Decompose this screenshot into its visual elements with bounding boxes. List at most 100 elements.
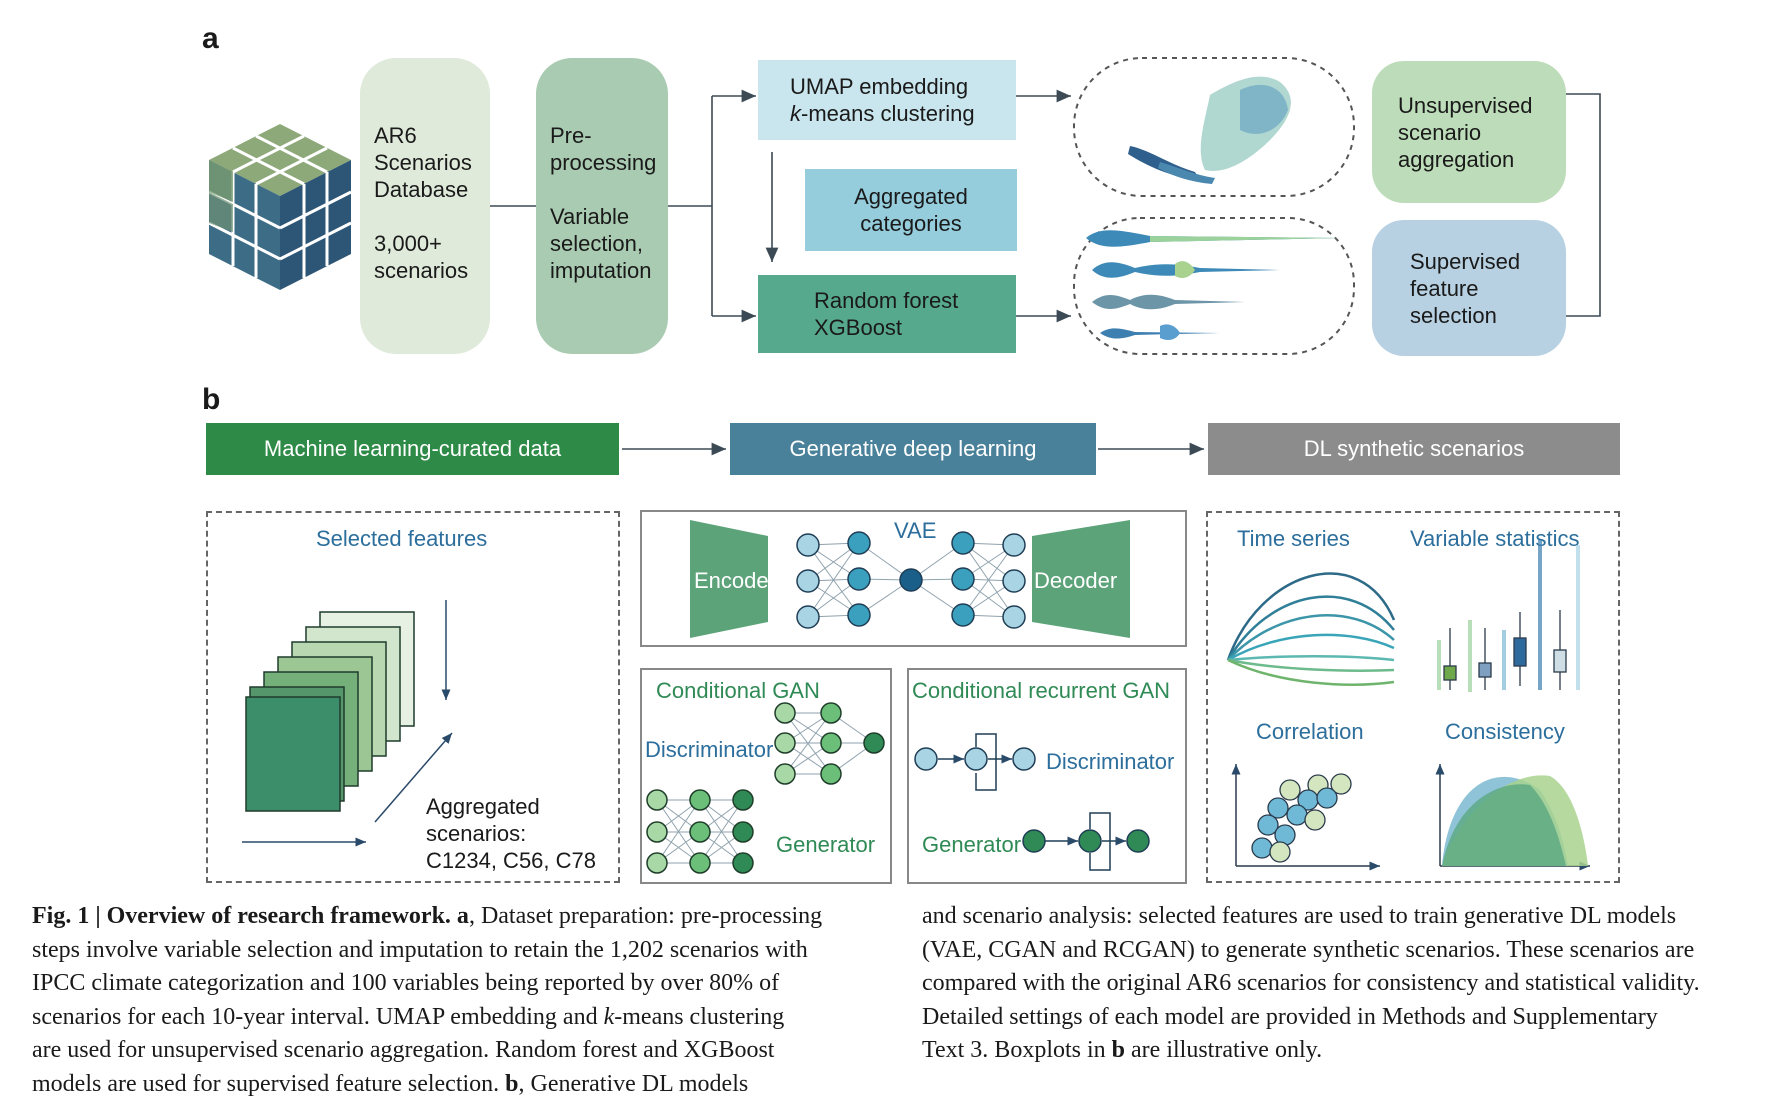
caption-text: Fig. 1 | Overview of research framework.… (32, 903, 469, 929)
caption-text: compared with the original AR6 scenarios… (922, 970, 1700, 996)
database-line: 3,000+ (374, 231, 442, 256)
caption-text: -means clustering (614, 1003, 785, 1030)
caption-line: and scenario analysis: selected features… (922, 900, 1700, 934)
umap-scatter-panel (1073, 57, 1355, 197)
umap-line: UMAP embedding (790, 74, 969, 99)
caption-text: are illustrative only. (1125, 1037, 1323, 1063)
caption-line: models are used for supervised feature s… (32, 1068, 822, 1102)
aggregated-categories-box: Aggregated categories (805, 169, 1017, 251)
caption-text: scenarios for each 10-year interval. UMA… (32, 1003, 604, 1030)
encoder-label: Encoder (694, 568, 776, 593)
aggregated-scenarios-line: Aggregated (426, 794, 540, 819)
k-italic: k (790, 101, 801, 126)
database-line: scenarios (374, 258, 469, 283)
umap-line-rest: -means clustering (801, 101, 975, 126)
preprocessing-box: Pre- processing Variable selection, impu… (536, 58, 668, 354)
caption-line: Text 3. Boxplots in b are illustrative o… (922, 1034, 1700, 1068)
caption-text: IPCC climate categorization and 100 vari… (32, 970, 780, 996)
rcgan-discriminator-label: Discriminator (1046, 749, 1175, 774)
database-box: AR6 Scenarios Database 3,000+ scenarios (360, 58, 490, 354)
aggregated-line: Aggregated (854, 184, 968, 209)
supervised-box: Supervised feature selection (1372, 220, 1566, 356)
time-series-curves (1226, 572, 1396, 686)
caption-line: scenarios for each 10-year interval. UMA… (32, 1001, 822, 1035)
random-forest-box: Random forest XGBoost (758, 275, 1016, 353)
cgan-discriminator-label: Discriminator (645, 737, 774, 762)
variable-statistics-boxplots (1437, 540, 1580, 692)
aggregated-scenarios-label: Aggregated scenarios: C1234, C56, C78 (426, 793, 596, 874)
dl-outputs-panel (1206, 511, 1620, 883)
bar-dl-synthetic-scenarios: DL synthetic scenarios (1208, 423, 1620, 475)
caption-left: Fig. 1 | Overview of research framework.… (32, 900, 822, 1101)
unsupervised-line: scenario (1398, 119, 1482, 145)
consistency-label: Consistency (1445, 719, 1565, 744)
preprocessing-line: imputation (550, 258, 652, 283)
caption-line: (VAE, CGAN and RCGAN) to generate synthe… (922, 934, 1700, 968)
selected-features-panel (206, 511, 620, 883)
caption-text: are used for unsupervised scenario aggre… (32, 1037, 775, 1063)
caption-text: Text 3. Boxplots in (922, 1037, 1112, 1063)
correlation-label: Correlation (1256, 719, 1364, 744)
preprocessing-line: Pre- (550, 123, 592, 148)
consistency-distributions (1435, 764, 1590, 871)
rcgan-panel (907, 668, 1187, 884)
caption-text: Detailed settings of each model are prov… (922, 1003, 1658, 1030)
unsupervised-box: Unsupervised scenario aggregation (1372, 61, 1566, 203)
caption-text: b (1111, 1037, 1126, 1063)
caption-text: steps involve variable selection and imp… (32, 936, 808, 963)
panel-b-letter: b (202, 383, 221, 416)
rf-line: Random forest (814, 288, 959, 313)
cgan-generator-label: Generator (776, 832, 876, 857)
vae-panel (640, 510, 1187, 647)
unsupervised-line: aggregation (1398, 146, 1515, 172)
caption-text: b (505, 1070, 519, 1097)
rf-line: XGBoost (814, 315, 903, 340)
aggregated-scenarios-line: C1234, C56, C78 (426, 848, 596, 873)
aggregated-line: categories (860, 211, 962, 236)
preprocessing-line: selection, (550, 231, 643, 256)
rcgan-generator-label: Generator (922, 832, 1022, 857)
umap-scatter-points (1128, 76, 1291, 184)
panel-a-connectors (490, 57, 1601, 355)
supervised-line: selection (1410, 302, 1497, 328)
unsupervised-line: Unsupervised (1398, 92, 1533, 118)
database-line: AR6 (374, 123, 417, 148)
violin-panel (1073, 217, 1355, 355)
supervised-line: feature (1410, 275, 1479, 301)
selected-features-label: Selected features (316, 526, 488, 551)
umap-box: UMAP embedding k-means clustering (758, 60, 1016, 140)
preprocessing-line: Variable (550, 204, 630, 229)
caption-line: IPCC climate categorization and 100 vari… (32, 967, 822, 1001)
panel-b-graphics (242, 442, 1590, 874)
caption-line: compared with the original AR6 scenarios… (922, 967, 1700, 1001)
caption-line: Fig. 1 | Overview of research framework.… (32, 900, 822, 934)
stacked-feature-sheets (245, 611, 415, 812)
correlation-scatter (1231, 764, 1380, 871)
cgan-title: Conditional GAN (656, 678, 820, 703)
supervised-line: Supervised (1410, 248, 1521, 274)
caption-text: , Dataset preparation: pre-processing (468, 903, 823, 929)
bar-generative-deep-learning: Generative deep learning (730, 423, 1096, 475)
rcgan-title: Conditional recurrent GAN (912, 678, 1171, 703)
database-cube-icon (208, 124, 352, 290)
caption-line: Detailed settings of each model are prov… (922, 1001, 1700, 1035)
vae-title: VAE (894, 518, 937, 543)
caption-text: (VAE, CGAN and RCGAN) to generate synthe… (922, 936, 1695, 963)
database-line: Database (374, 177, 469, 202)
preprocessing-line: processing (550, 150, 657, 175)
caption-line: steps involve variable selection and imp… (32, 934, 822, 968)
caption-line: are used for unsupervised scenario aggre… (32, 1034, 822, 1068)
bar-ml-curated-data: Machine learning-curated data (206, 423, 619, 475)
violin-plots (1086, 230, 1340, 341)
caption-text: , Generative DL models (518, 1070, 749, 1097)
vae-network (690, 520, 1130, 638)
caption-right: and scenario analysis: selected features… (922, 900, 1700, 1068)
caption-text: k (603, 1003, 615, 1030)
panel-a-letter: a (202, 22, 219, 55)
time-series-label: Time series (1237, 526, 1350, 551)
aggregated-scenarios-line: scenarios: (426, 821, 527, 846)
umap-line: k-means clustering (790, 100, 1016, 127)
caption-text: and scenario analysis: selected features… (922, 903, 1677, 929)
cgan-network (646, 702, 885, 874)
database-line: Scenarios (374, 150, 472, 175)
